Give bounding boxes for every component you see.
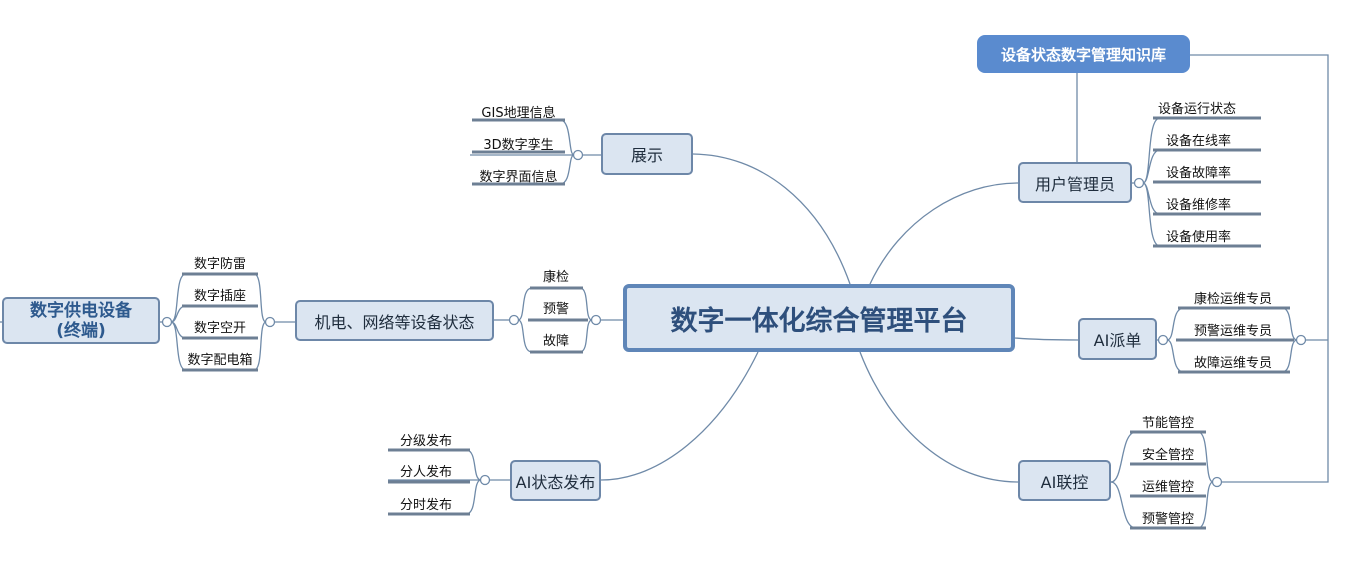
leaf-usage-rate[interactable]: 设备使用率: [1166, 230, 1232, 245]
leaf-warning-staff[interactable]: 预警运维专员: [1193, 324, 1272, 339]
power-device-node[interactable]: 数字供电设备 (终端): [2, 297, 160, 344]
leaf-fault[interactable]: 故障: [542, 334, 569, 349]
power-device-sub: (终端): [56, 320, 106, 341]
central-node[interactable]: 数字一体化综合管理平台: [623, 284, 1015, 352]
leaf-inspect-staff[interactable]: 康检运维专员: [1193, 292, 1272, 307]
leaf-publish-person[interactable]: 分人发布: [399, 465, 452, 480]
leaf-inspect[interactable]: 康检: [542, 270, 569, 285]
ai-dispatch-node[interactable]: AI派单: [1078, 318, 1157, 360]
user-admin-node[interactable]: 用户管理员: [1018, 162, 1132, 203]
leaf-energy-control[interactable]: 节能管控: [1141, 416, 1194, 431]
knowledge-base-node[interactable]: 设备状态数字管理知识库: [977, 35, 1190, 73]
leaf-3d[interactable]: 3D数字孪生: [483, 138, 554, 153]
ai-publish-node[interactable]: AI状态发布: [510, 460, 601, 501]
leaf-online-rate[interactable]: 设备在线率: [1166, 134, 1232, 149]
leaf-warning[interactable]: 预警: [542, 302, 569, 317]
leaf-interface[interactable]: 数字界面信息: [479, 170, 558, 185]
ai-control-node[interactable]: AI联控: [1018, 460, 1111, 501]
leaf-publish-level[interactable]: 分级发布: [399, 434, 452, 449]
leaf-maintenance-control[interactable]: 运维管控: [1141, 480, 1194, 495]
leaf-warning-control[interactable]: 预警管控: [1141, 512, 1194, 527]
leaf-lightning[interactable]: 数字防雷: [193, 257, 246, 272]
equipment-status-node[interactable]: 机电、网络等设备状态: [295, 300, 494, 341]
leaf-fault-rate[interactable]: 设备故障率: [1166, 166, 1232, 181]
leaf-fault-staff[interactable]: 故障运维专员: [1193, 356, 1272, 371]
leaf-running-status[interactable]: 设备运行状态: [1158, 102, 1237, 117]
leaf-socket[interactable]: 数字插座: [193, 289, 246, 304]
display-node[interactable]: 展示: [601, 133, 693, 175]
leaf-gis[interactable]: GIS地理信息: [481, 106, 556, 121]
leaf-safety-control[interactable]: 安全管控: [1141, 448, 1194, 463]
leaf-breaker[interactable]: 数字空开: [193, 321, 246, 336]
leaf-publish-time[interactable]: 分时发布: [399, 498, 452, 513]
leaf-distribution-box[interactable]: 数字配电箱: [187, 353, 253, 368]
leaf-repair-rate[interactable]: 设备维修率: [1166, 198, 1232, 213]
power-device-label: 数字供电设备: [30, 300, 132, 321]
